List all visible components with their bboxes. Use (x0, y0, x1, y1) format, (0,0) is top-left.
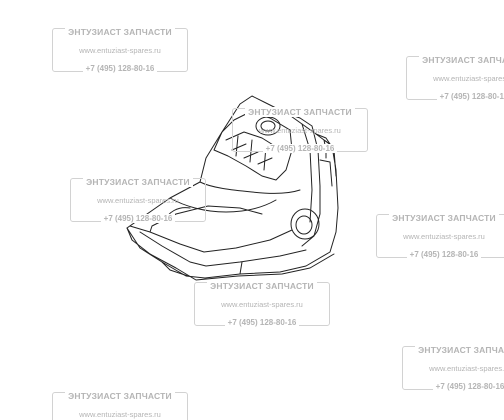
watermark-phone: +7 (495) 128-80-16 (100, 214, 176, 223)
watermark-title: ЭНТУЗИАСТ ЗАПЧАСТИ (389, 213, 499, 223)
watermark-phone: +7 (495) 128-80-16 (406, 250, 482, 259)
watermark-phone: +7 (495) 128-80-16 (82, 64, 158, 73)
watermark-block: ЭНТУЗИАСТ ЗАПЧАСТИ www.entuziast-spares.… (402, 345, 504, 391)
watermark-block: ЭНТУЗИАСТ ЗАПЧАСТИ www.entuziast-spares.… (70, 177, 206, 223)
bumper-edge (149, 205, 263, 233)
handle-grooves (225, 131, 279, 171)
watermark-title: ЭНТУЗИАСТ ЗАПЧАСТИ (65, 27, 175, 37)
watermark-block: ЭНТУЗИАСТ ЗАПЧАСТИ www.entuziast-spares.… (52, 391, 188, 420)
rear-column (287, 113, 321, 247)
watermark-phone: +7 (495) 128-80-16 (224, 318, 300, 327)
watermark-block: ЭНТУЗИАСТ ЗАПЧАСТИ www.entuziast-spares.… (52, 27, 188, 73)
watermark-block: ЭНТУЗИАСТ ЗАПЧАСТИ www.entuziast-spares.… (376, 213, 504, 259)
watermark-title: ЭНТУЗИАСТ ЗАПЧАСТИ (65, 391, 175, 401)
watermark-url: www.entuziast-spares.ru (433, 74, 504, 83)
base-inner-line (139, 231, 307, 267)
watermark-title: ЭНТУЗИАСТ ЗАПЧАСТИ (419, 55, 504, 65)
front-bumper (129, 225, 293, 253)
rear-wheel-inner (295, 215, 313, 235)
watermark-title: ЭНТУЗИАСТ ЗАПЧАСТИ (207, 281, 317, 291)
watermark-url: www.entuziast-spares.ru (403, 232, 485, 241)
watermark-url: www.entuziast-spares.ru (79, 410, 161, 419)
skirt-line (161, 261, 243, 277)
watermark-block: ЭНТУЗИАСТ ЗАПЧАСТИ www.entuziast-spares.… (232, 107, 368, 153)
lid-front (169, 197, 277, 213)
watermark-url: www.entuziast-spares.ru (259, 126, 341, 135)
watermark-title: ЭНТУЗИАСТ ЗАПЧАСТИ (245, 107, 355, 117)
watermark-url: www.entuziast-spares.ru (429, 364, 504, 373)
watermark-block: ЭНТУЗИАСТ ЗАПЧАСТИ www.entuziast-spares.… (406, 55, 504, 101)
watermark-title: ЭНТУЗИАСТ ЗАПЧАСТИ (83, 177, 193, 187)
watermark-url: www.entuziast-spares.ru (221, 300, 303, 309)
rear-wheel-outer (290, 208, 320, 240)
watermark-phone: +7 (495) 128-80-16 (262, 144, 338, 153)
base-band (126, 227, 335, 281)
watermark-phone: +7 (495) 128-80-16 (436, 92, 504, 101)
hose-inlet-inner (260, 120, 276, 132)
lid-curve (199, 181, 301, 194)
watermark-phone: +7 (495) 128-80-16 (432, 382, 504, 391)
watermark-title: ЭНТУЗИАСТ ЗАПЧАСТИ (415, 345, 504, 355)
watermark-url: www.entuziast-spares.ru (97, 196, 179, 205)
body-outline (126, 95, 339, 279)
hose-inlet-outer (255, 116, 281, 136)
watermark-url: www.entuziast-spares.ru (79, 46, 161, 55)
watermark-block: ЭНТУЗИАСТ ЗАПЧАСТИ www.entuziast-spares.… (194, 281, 330, 327)
